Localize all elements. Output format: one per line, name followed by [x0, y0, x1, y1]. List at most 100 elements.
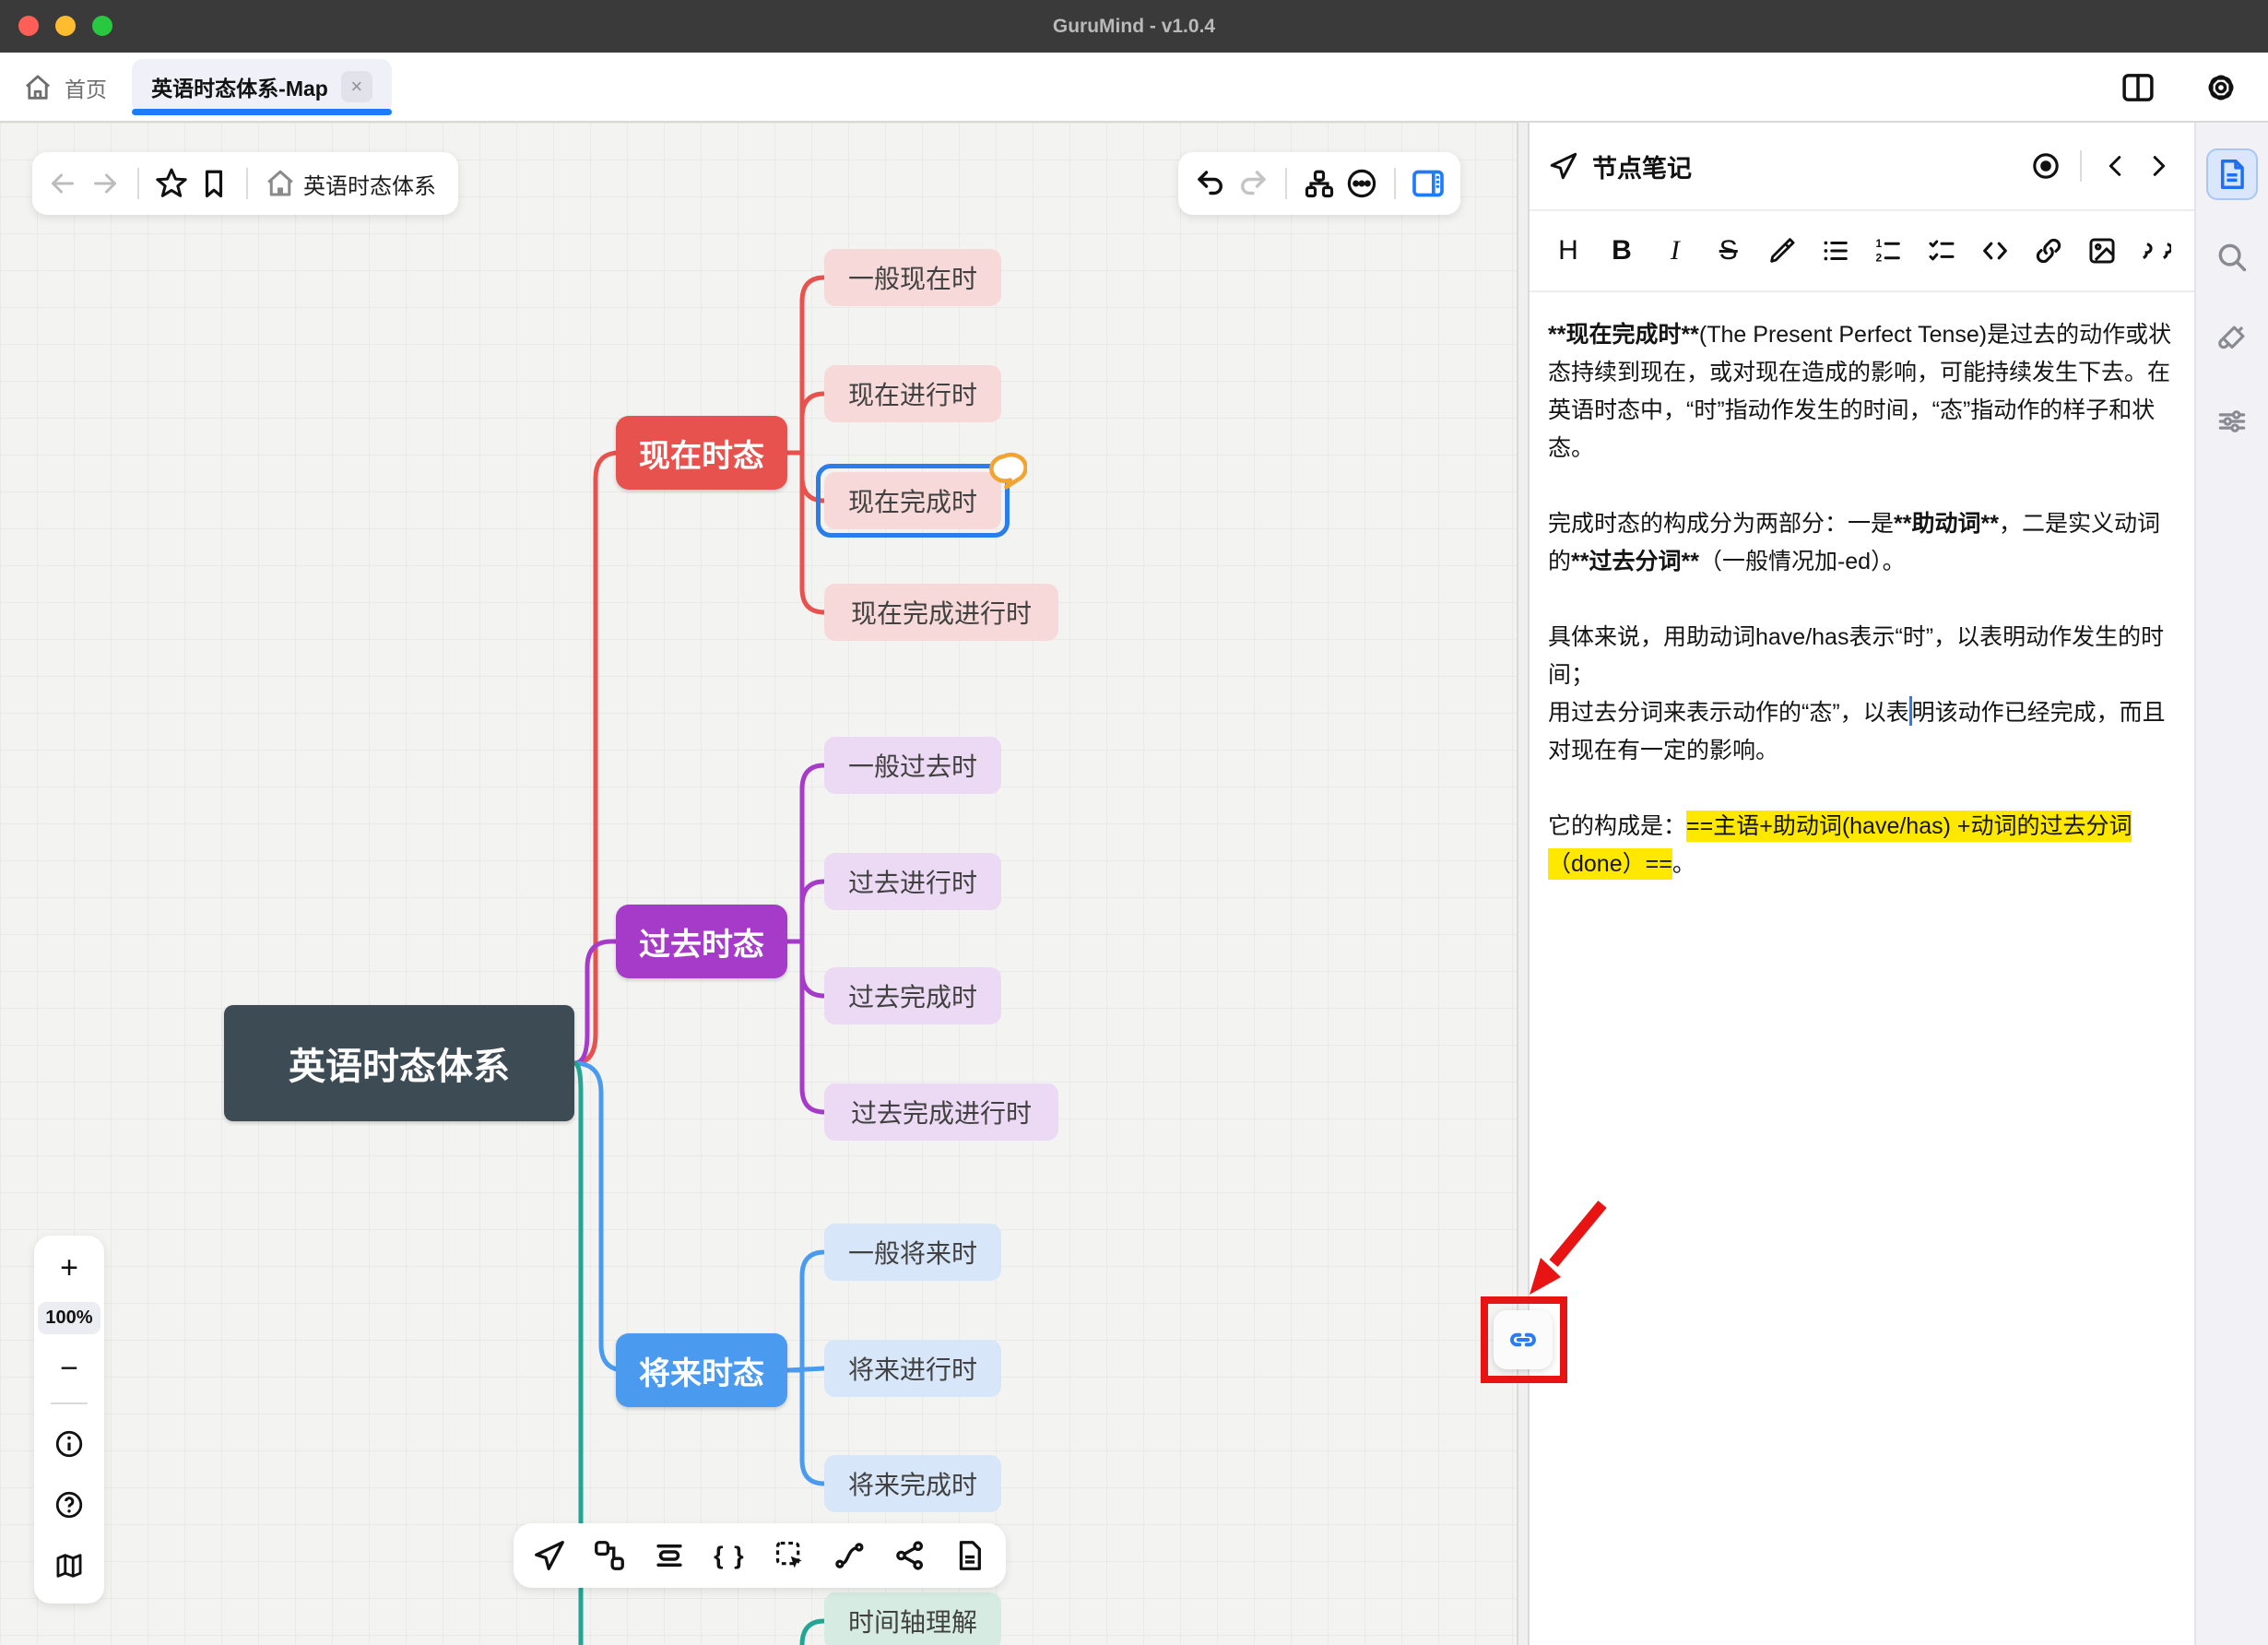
- relation-line-tool[interactable]: [826, 1534, 874, 1577]
- export-tool[interactable]: [946, 1534, 994, 1577]
- mindmap-child-node[interactable]: 时间轴理解: [824, 1592, 1001, 1645]
- share-tool[interactable]: [886, 1534, 934, 1577]
- curve-connector-icon: [834, 1543, 864, 1568]
- minimap-button[interactable]: [48, 1544, 90, 1587]
- mindmap-canvas[interactable]: 英语时态体系现在时态一般现在时现在进行时现在完成时现在完成进行时过去时态一般过去…: [0, 123, 1526, 1645]
- comment-bubble-icon[interactable]: [985, 452, 1028, 491]
- mindmap-child-node[interactable]: 将来进行时: [824, 1340, 1001, 1397]
- next-node-button[interactable]: [2137, 145, 2179, 187]
- sidebar-search-tab[interactable]: [2206, 231, 2258, 283]
- node-note-tool[interactable]: [526, 1534, 573, 1577]
- map-home-button[interactable]: [259, 162, 301, 205]
- help-button[interactable]: [48, 1484, 90, 1526]
- info-button[interactable]: [48, 1423, 90, 1465]
- canvas-bottom-toolbar: { }: [514, 1523, 1006, 1588]
- format-link-button[interactable]: [2030, 232, 2067, 269]
- mindmap-child-node[interactable]: 现在完成进行时: [824, 584, 1058, 641]
- bookmark-icon: [205, 170, 223, 198]
- mindmap-branch-node[interactable]: 将来时态: [616, 1333, 787, 1407]
- zoom-out-button[interactable]: −: [60, 1351, 78, 1386]
- preview-note-button[interactable]: [2025, 145, 2067, 187]
- format-image-button[interactable]: [2084, 232, 2120, 269]
- zoom-window-button[interactable]: [92, 16, 112, 36]
- format-strike-button[interactable]: S: [1710, 232, 1747, 269]
- format-heading-button[interactable]: H: [1550, 232, 1587, 269]
- format-checklist-button[interactable]: [1923, 232, 1960, 269]
- info-icon: [55, 1430, 83, 1458]
- right-sidebar: [2194, 123, 2268, 1645]
- format-highlight-button[interactable]: [1764, 232, 1801, 269]
- note-paragraph: **现在完成时**(The Present Perfect Tense)是过去的…: [1548, 322, 2172, 461]
- settings-button[interactable]: [2200, 66, 2242, 109]
- tab-bar: 首页 英语时态体系-Map ×: [0, 53, 2268, 123]
- layout-structure-button[interactable]: [1298, 162, 1341, 205]
- outline-tool[interactable]: { }: [705, 1534, 753, 1577]
- mindmap-child-node[interactable]: 一般现在时: [824, 249, 1001, 306]
- redo-button[interactable]: [1232, 162, 1274, 205]
- question-icon: [55, 1491, 83, 1519]
- prev-node-button[interactable]: [2095, 145, 2137, 187]
- format-code-button[interactable]: [1977, 232, 2014, 269]
- mindmap-branch-node[interactable]: 过去时态: [616, 905, 787, 978]
- undo-button[interactable]: [1189, 162, 1232, 205]
- minimize-window-button[interactable]: [55, 16, 76, 36]
- zoom-in-button[interactable]: +: [60, 1250, 78, 1285]
- format-italic-button[interactable]: I: [1657, 232, 1694, 269]
- star-icon: [156, 168, 187, 197]
- summary-tool[interactable]: [645, 1534, 693, 1577]
- active-tab-indicator: [132, 109, 392, 115]
- sidebar-settings-tab[interactable]: [2206, 396, 2258, 447]
- format-bold-button[interactable]: B: [1603, 232, 1640, 269]
- link-icon: [2036, 238, 2061, 264]
- close-window-button[interactable]: [18, 16, 39, 36]
- window-title: GuruMind - v1.0.4: [1052, 16, 1216, 37]
- search-icon: [2218, 243, 2247, 272]
- share-icon: [895, 1541, 923, 1570]
- mindmap-child-node[interactable]: 现在进行时: [824, 365, 1001, 422]
- toggle-note-panel-button[interactable]: [1407, 162, 1449, 205]
- mindmap-root-node[interactable]: 英语时态体系: [224, 1005, 574, 1121]
- divider: [51, 1402, 88, 1404]
- panel-resize-handle[interactable]: [1517, 123, 1530, 1645]
- insert-node-tool[interactable]: [585, 1534, 633, 1577]
- mindmap-child-node[interactable]: 现在完成时: [816, 464, 1010, 538]
- split-view-button[interactable]: [2117, 66, 2159, 109]
- chevron-left-icon: [2109, 156, 2121, 176]
- window-titlebar: GuruMind - v1.0.4: [0, 0, 2268, 53]
- mindmap-child-node[interactable]: 一般将来时: [824, 1224, 1001, 1281]
- mindmap-child-node[interactable]: 将来完成时: [824, 1455, 1001, 1512]
- back-button[interactable]: [41, 162, 84, 205]
- favorite-button[interactable]: [150, 162, 193, 205]
- mindmap-child-node[interactable]: 过去完成进行时: [824, 1083, 1058, 1141]
- tab-close-button[interactable]: ×: [340, 71, 372, 102]
- sidebar-notes-tab[interactable]: [2206, 148, 2258, 200]
- bold-icon: B: [1612, 235, 1632, 266]
- zoom-level[interactable]: 100%: [38, 1302, 100, 1334]
- mindmap-child-node[interactable]: 过去进行时: [824, 853, 1001, 910]
- tab-map[interactable]: 英语时态体系-Map ×: [132, 59, 392, 164]
- bookmark-button[interactable]: [193, 162, 235, 205]
- sidebar-style-tab[interactable]: [2206, 313, 2258, 364]
- home-icon: [267, 170, 293, 196]
- send-icon: [535, 1541, 565, 1570]
- format-bullet-list-button[interactable]: [1817, 232, 1854, 269]
- note-editor[interactable]: **现在完成时**(The Present Perfect Tense)是过去的…: [1530, 292, 2194, 1645]
- mindmap-child-node[interactable]: 一般过去时: [824, 737, 1001, 794]
- italic-icon: I: [1670, 235, 1680, 266]
- home-tab[interactable]: 首页: [22, 65, 107, 110]
- select-tool[interactable]: [766, 1534, 814, 1577]
- text-caret: [1908, 696, 1912, 726]
- flow-nodes-icon: [595, 1541, 625, 1570]
- map-title: 英语时态体系: [303, 173, 436, 199]
- forward-button[interactable]: [84, 162, 126, 205]
- mindmap-child-node[interactable]: 过去完成时: [824, 967, 1001, 1024]
- link-icon: [1510, 1332, 1536, 1347]
- canvas-toolbar-right: [1178, 152, 1460, 215]
- note-panel-title: 节点笔记: [1592, 154, 1692, 183]
- node-link-button[interactable]: [1494, 1310, 1553, 1369]
- format-quote-button[interactable]: [2137, 232, 2174, 269]
- more-options-button[interactable]: [1341, 162, 1383, 205]
- mindmap-branch-node[interactable]: 现在时态: [616, 416, 787, 490]
